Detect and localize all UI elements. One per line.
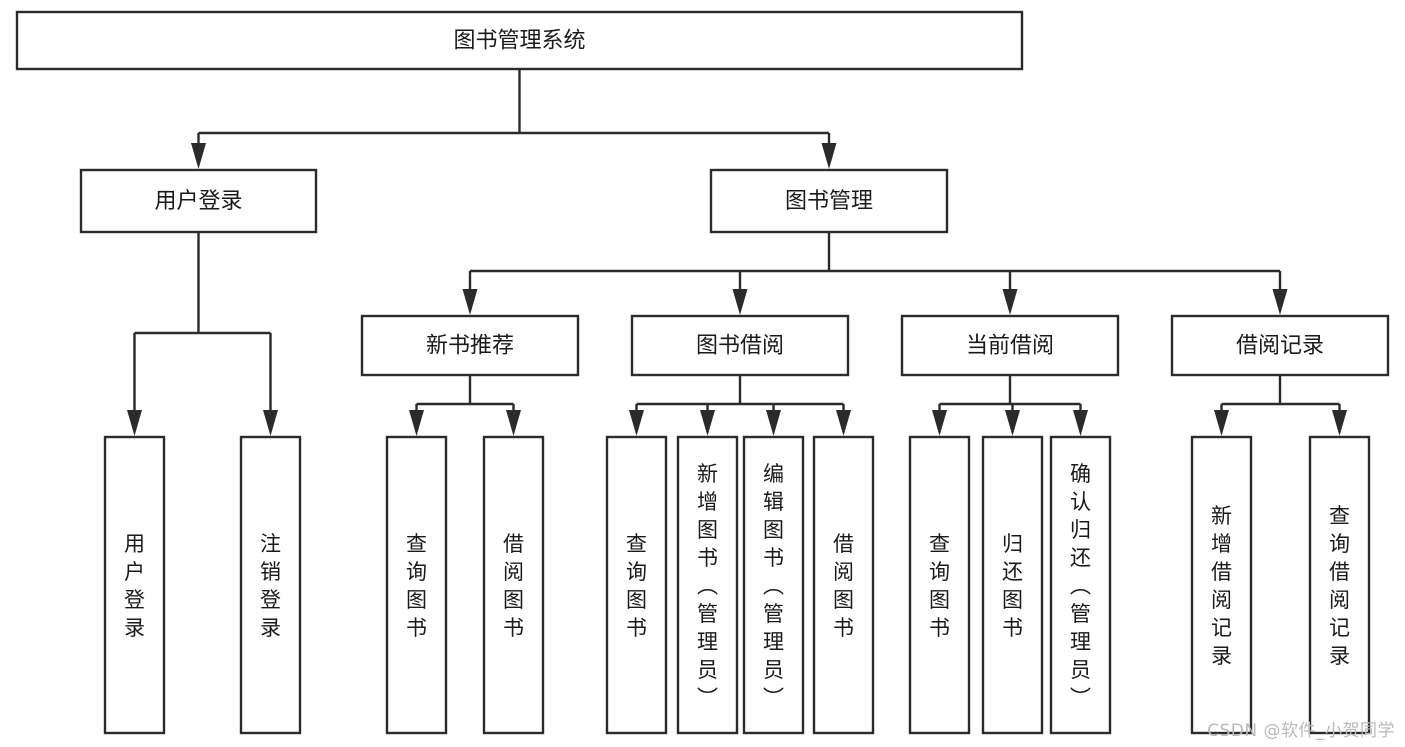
node-label-leaf-borrow-book-2: 借阅图书: [833, 532, 854, 640]
node-label-leaf-user-login: 用户登录: [124, 532, 145, 640]
edge-group-root: [191, 69, 837, 169]
node-label-leaf-confirm-return: 确认归还︵管理员︶: [1070, 462, 1091, 710]
node-label-leaf-query-record: 查询借阅记录: [1329, 504, 1350, 668]
arrow-head-leaf-return-book: [1005, 410, 1020, 436]
node-root[interactable]: 图书管理系统: [15, 10, 1024, 71]
node-box-root[interactable]: [15, 10, 1024, 71]
node-label-leaf-return-book: 归还图书: [1002, 532, 1023, 640]
node-new-book-rec[interactable]: 新书推荐: [360, 314, 580, 377]
node-box-current-borrow[interactable]: [900, 314, 1120, 377]
node-box-leaf-add-record[interactable]: [1190, 435, 1253, 735]
node-label-leaf-edit-book: 编辑图书︵管理员︶: [763, 462, 784, 710]
node-book-borrow[interactable]: 图书借阅: [630, 314, 850, 377]
arrow-head-leaf-query-book-2: [629, 410, 644, 436]
node-box-leaf-borrow-book-2[interactable]: [812, 435, 875, 735]
arrow-head-user-login: [191, 143, 206, 169]
node-label-leaf-logout: 注销登录: [260, 532, 281, 640]
node-label-leaf-add-record: 新增借阅记录: [1211, 504, 1232, 668]
arrow-head-leaf-add-record: [1214, 410, 1229, 436]
arrow-head-leaf-borrow-book-1: [506, 410, 521, 436]
node-box-leaf-confirm-return[interactable]: [1049, 435, 1112, 735]
node-box-leaf-query-book-3[interactable]: [908, 435, 971, 735]
node-label-leaf-query-book-1: 查询图书: [406, 532, 427, 640]
node-leaf-logout[interactable]: 注销登录: [239, 435, 302, 735]
node-label-book-manage: 图书管理: [785, 189, 873, 214]
arrow-head-leaf-query-record: [1332, 410, 1347, 436]
arrow-head-current-borrow: [1002, 289, 1018, 315]
arrow-head-leaf-edit-book: [766, 410, 781, 436]
arrow-head-new-book-rec: [462, 289, 478, 315]
arrow-head-book-manage: [821, 143, 837, 169]
node-leaf-query-book-1[interactable]: 查询图书: [385, 435, 448, 735]
node-leaf-confirm-return[interactable]: 确认归还︵管理员︶: [1049, 435, 1112, 735]
arrow-head-leaf-confirm-return: [1073, 410, 1088, 436]
node-label-leaf-borrow-book-1: 借阅图书: [503, 532, 524, 640]
node-leaf-borrow-book-1[interactable]: 借阅图书: [482, 435, 545, 735]
node-user-login[interactable]: 用户登录: [79, 168, 318, 234]
node-layer: 图书管理系统用户登录图书管理新书推荐图书借阅当前借阅借阅记录用户登录注销登录查询…: [15, 10, 1390, 735]
edge-group-user-login: [127, 232, 278, 436]
watermark-text: CSDN @软件_小贺同学: [1207, 721, 1395, 741]
arrow-head-leaf-query-book-1: [409, 410, 424, 436]
node-box-user-login[interactable]: [79, 168, 318, 234]
node-leaf-add-record[interactable]: 新增借阅记录: [1190, 435, 1253, 735]
node-leaf-return-book[interactable]: 归还图书: [981, 435, 1044, 735]
arrow-head-leaf-borrow-book-2: [836, 410, 851, 436]
node-current-borrow[interactable]: 当前借阅: [900, 314, 1120, 377]
node-book-manage[interactable]: 图书管理: [709, 168, 949, 234]
node-box-leaf-logout[interactable]: [239, 435, 302, 735]
arrow-head-leaf-add-book: [700, 410, 715, 436]
node-box-book-borrow[interactable]: [630, 314, 850, 377]
node-box-new-book-rec[interactable]: [360, 314, 580, 377]
node-label-new-book-rec: 新书推荐: [426, 334, 514, 359]
node-label-root: 图书管理系统: [453, 29, 585, 54]
node-label-leaf-query-book-2: 查询图书: [626, 532, 647, 640]
arrow-head-book-borrow: [732, 289, 748, 315]
edge-group-book-borrow: [629, 375, 851, 436]
node-leaf-query-book-2[interactable]: 查询图书: [605, 435, 668, 735]
node-box-leaf-edit-book[interactable]: [742, 435, 805, 735]
node-box-leaf-query-book-2[interactable]: [605, 435, 668, 735]
edge-group-borrow-record: [1214, 375, 1347, 436]
edge-group-current-borrow: [932, 375, 1088, 436]
node-box-borrow-record[interactable]: [1170, 314, 1390, 377]
edge-group-book-manage: [462, 232, 1288, 315]
node-label-leaf-add-book: 新增图书︵管理员︶: [697, 462, 718, 710]
node-leaf-user-login[interactable]: 用户登录: [103, 435, 166, 735]
node-box-leaf-return-book[interactable]: [981, 435, 1044, 735]
connector-layer: [127, 69, 1347, 436]
node-leaf-borrow-book-2[interactable]: 借阅图书: [812, 435, 875, 735]
arrow-head-leaf-query-book-3: [932, 410, 947, 436]
arrow-head-leaf-user-login: [127, 410, 142, 436]
node-leaf-query-record[interactable]: 查询借阅记录: [1308, 435, 1371, 735]
arrow-head-leaf-logout: [263, 410, 278, 436]
node-label-book-borrow: 图书借阅: [696, 334, 784, 359]
node-box-book-manage[interactable]: [709, 168, 949, 234]
node-box-leaf-query-record[interactable]: [1308, 435, 1371, 735]
node-label-borrow-record: 借阅记录: [1236, 334, 1324, 359]
arrow-head-borrow-record: [1272, 289, 1288, 315]
node-label-user-login: 用户登录: [154, 189, 242, 214]
node-box-leaf-query-book-1[interactable]: [385, 435, 448, 735]
node-box-leaf-user-login[interactable]: [103, 435, 166, 735]
edge-group-new-book-rec: [409, 375, 521, 436]
node-label-leaf-query-book-3: 查询图书: [929, 532, 950, 640]
node-box-leaf-add-book[interactable]: [676, 435, 739, 735]
node-leaf-add-book[interactable]: 新增图书︵管理员︶: [676, 435, 739, 735]
node-leaf-edit-book[interactable]: 编辑图书︵管理员︶: [742, 435, 805, 735]
node-leaf-query-book-3[interactable]: 查询图书: [908, 435, 971, 735]
node-borrow-record[interactable]: 借阅记录: [1170, 314, 1390, 377]
node-box-leaf-borrow-book-1[interactable]: [482, 435, 545, 735]
node-label-current-borrow: 当前借阅: [966, 334, 1054, 359]
